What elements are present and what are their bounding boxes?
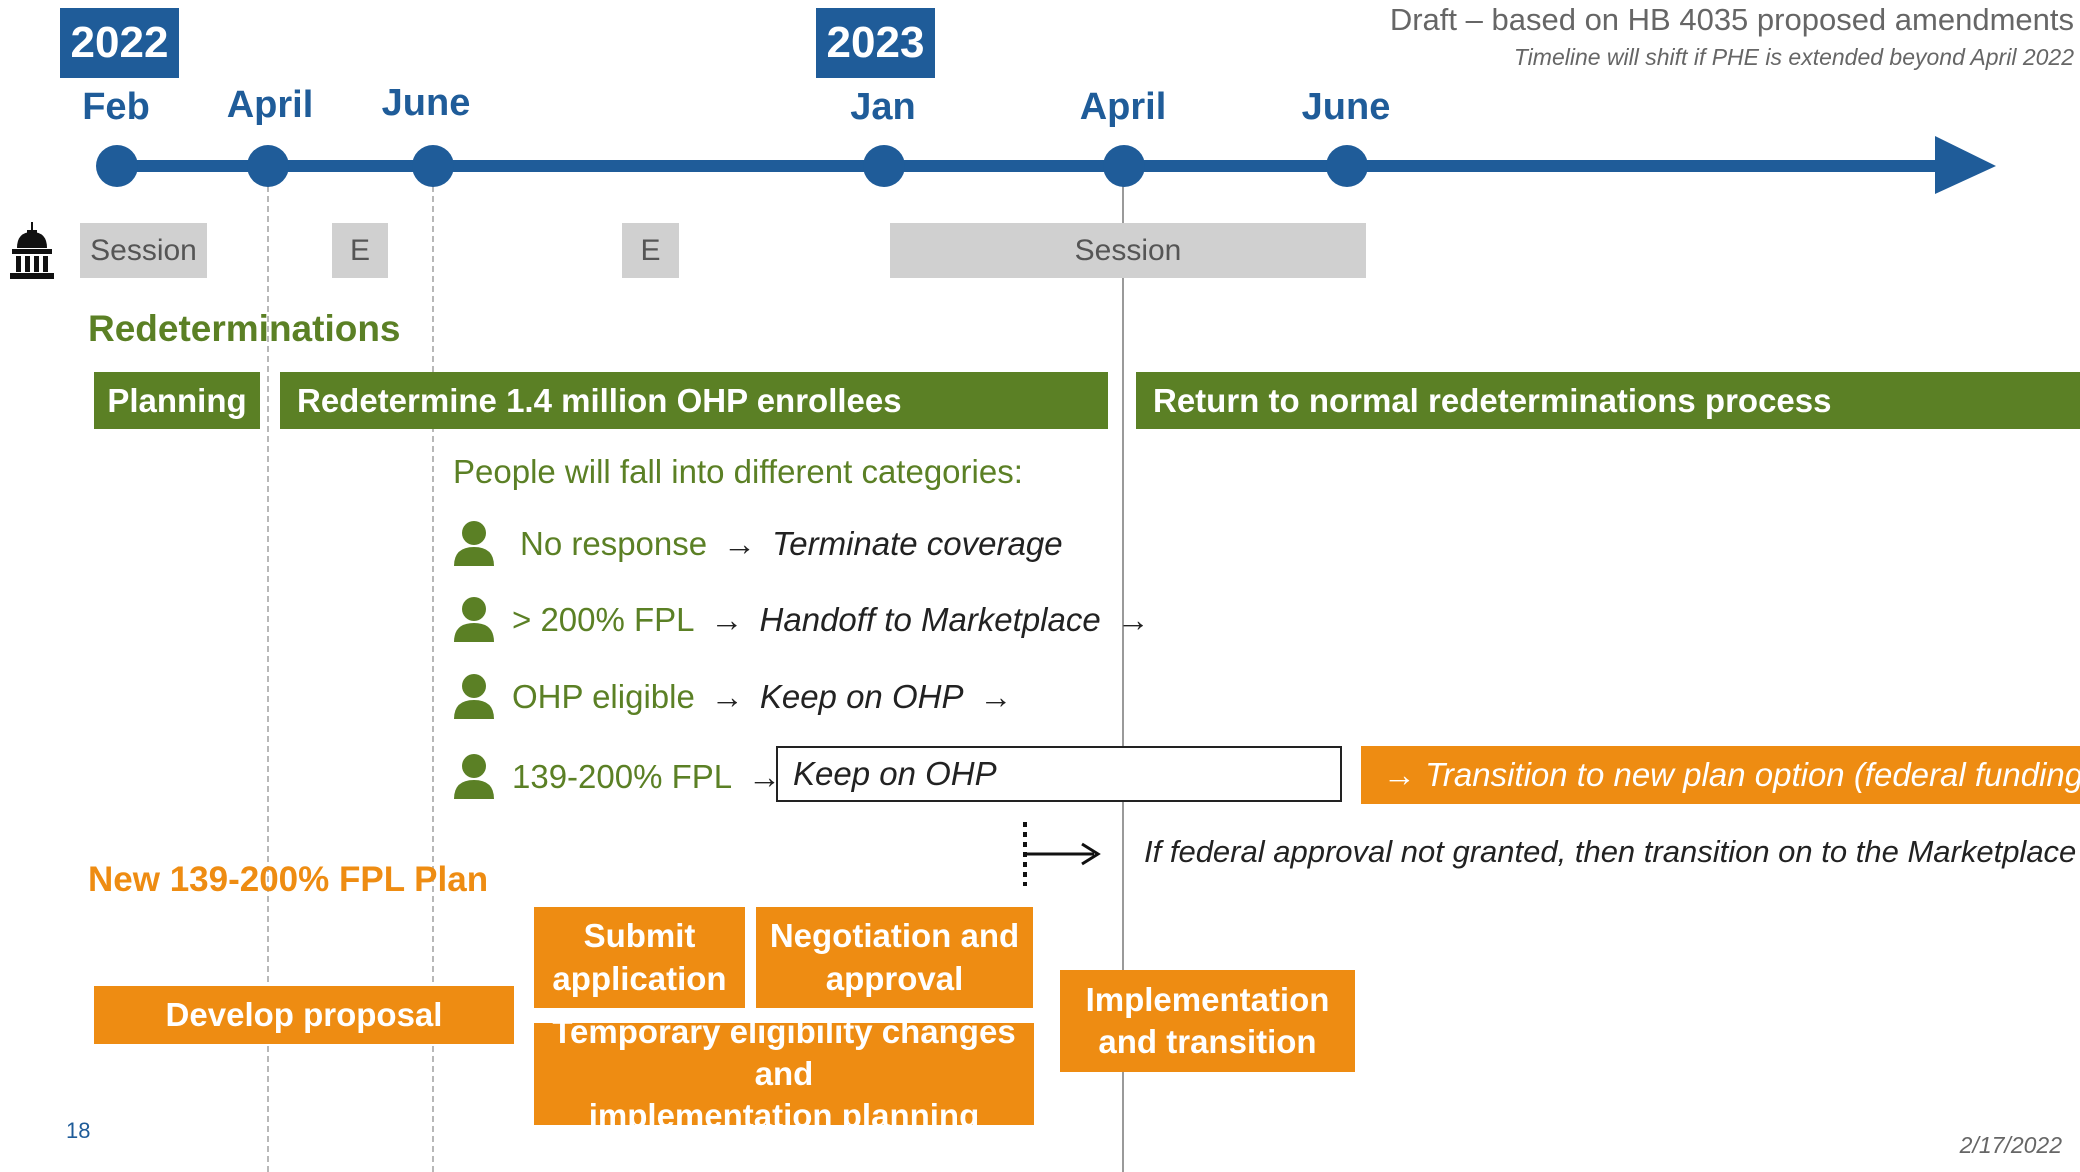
april-2023-guide [1122,166,1124,1172]
temporary-eligibility-box: Temporary eligibility changes and implem… [534,1013,1034,1134]
timeline-arrowhead-icon [1935,136,1996,194]
category-label: OHP eligible [512,678,695,715]
e-block-2: E [622,223,679,278]
develop-proposal-text: Develop proposal [165,995,443,1033]
category-row: > 200% FPL → Handoff to Marketplace → [452,596,1150,644]
fallback-arrow-icon [1023,822,1101,886]
transition-new-plan-text: → Transition to new plan option (federal… [1383,756,2080,793]
timeline-dot-june-2022 [412,145,454,187]
month-label-feb-2022: Feb [82,86,150,128]
timeline-note: Timeline will shift if PHE is extended b… [1513,44,2074,70]
year-2022-box: 2022 [60,8,179,78]
redetermine-enrollees-bar: Redetermine 1.4 million OHP enrollees [280,372,1108,429]
fallback-note: If federal approval not granted, then tr… [1144,834,2077,869]
submit-application-box: Submit application [534,907,745,1008]
category-tail-arrow: → [979,678,1013,715]
box-line-2: implementation planning [588,1097,980,1135]
footer-date: 2/17/2022 [1959,1132,2062,1158]
month-label-april-2022: April [226,84,314,126]
timeline-axis [112,136,1996,194]
june-2022-guide [432,166,434,1172]
category-tail-arrow: → [1116,601,1150,638]
box-line-1: Submit [583,917,696,955]
box-line-2: and transition [1098,1023,1317,1060]
planning-bar: Planning [94,372,260,429]
category-row: OHP eligible → Keep on OHP → [452,673,1012,721]
keep-on-ohp-box: Keep on OHP [776,746,1342,802]
session-2022-block: Session [80,223,207,278]
month-label-april-2023: April [1079,86,1167,128]
category-arrow: → [710,601,744,638]
timeline-dot-feb-2022 [96,145,138,187]
month-label-june-2022: June [381,82,471,124]
timeline-dot-april-2023 [1103,145,1145,187]
negotiation-approval-box: Negotiation and approval [756,907,1033,1008]
category-label: No response [520,525,708,562]
box-line-1: Negotiation and [769,917,1020,955]
person-icon [454,597,494,642]
box-line-1: Implementation [1085,980,1330,1018]
category-row: 139-200% FPL → [452,753,781,801]
new-plan-title: New 139-200% FPL Plan [88,860,489,899]
category-arrow: → [748,758,782,795]
category-label: 139-200% FPL [512,758,733,795]
categories-intro: People will fall into different categori… [453,453,1023,490]
category-arrow: → [723,525,757,562]
page-number: 18 [66,1118,91,1143]
timeline-line [112,160,1942,172]
timeline-dot-june-2023 [1326,145,1368,187]
category-row: No response → Terminate coverage [452,520,1063,568]
transition-new-plan-box: → Transition to new plan option (federal… [1361,746,2080,804]
month-label-jan-2023: Jan [850,86,916,128]
timeline-dot-april-2022 [247,145,289,187]
month-label-june-2023: June [1301,86,1391,128]
box-line-2: approval [825,959,964,997]
person-icon [454,754,494,799]
e-block-1: E [332,223,388,278]
april-2022-guide [267,166,269,1172]
category-label: > 200% FPL [512,601,695,638]
year-2023-box: 2023 [816,8,935,78]
draft-note: Draft – based on HB 4035 proposed amendm… [1389,2,2074,37]
session-2023-block: Session [890,223,1366,278]
redeterminations-title: Redeterminations [88,308,401,349]
capitol-building-icon [10,222,54,279]
implementation-transition-box: Implementation and transition [1060,970,1355,1072]
category-outcome: Terminate coverage [772,525,1063,562]
box-line-2: application [552,959,727,997]
develop-proposal-box: Develop proposal [94,986,514,1044]
person-icon [454,674,494,719]
category-outcome: Keep on OHP [759,678,964,715]
timeline-dot-jan-2023 [863,145,905,187]
keep-on-ohp-text: Keep on OHP [793,755,997,792]
person-icon [454,521,494,566]
box-line-1: Temporary eligibility changes and [552,1012,1016,1092]
return-to-normal-bar: Return to normal redeterminations proces… [1136,372,2080,429]
category-outcome: Handoff to Marketplace [759,601,1101,638]
category-arrow: → [710,678,744,715]
